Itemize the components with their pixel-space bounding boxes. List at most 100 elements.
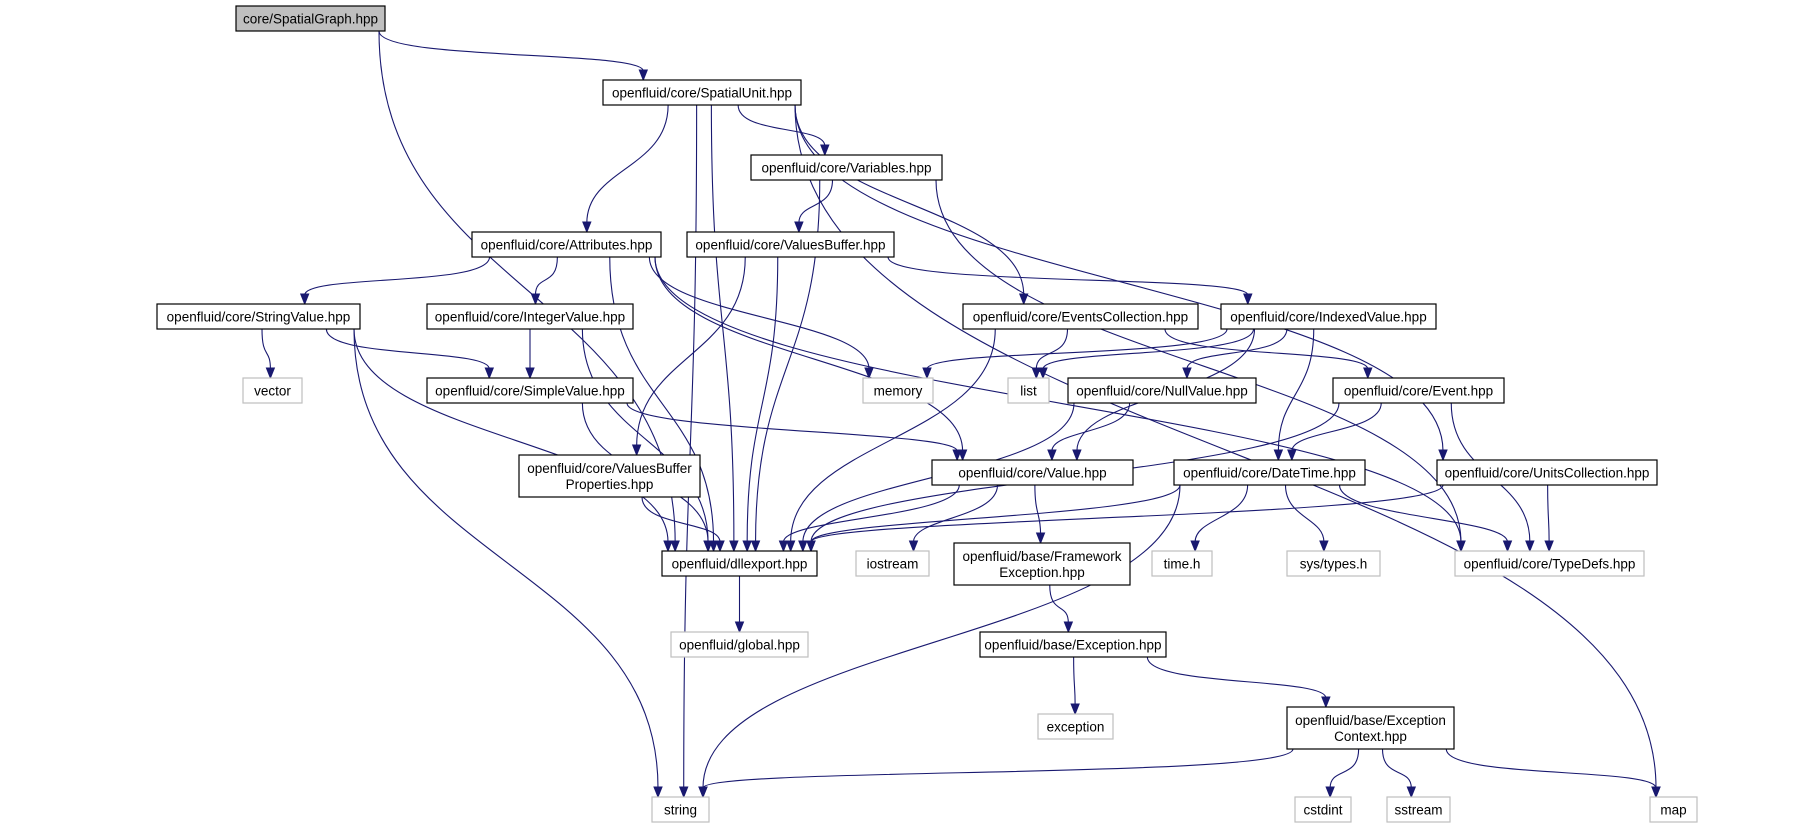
edge-variables-to-valuesbuffer: [798, 179, 834, 224]
edge-eventscollection-to-event: [1164, 328, 1369, 370]
edge-exccontext-to-cstdint-arrowhead: [1325, 786, 1335, 799]
edge-stringvalue-to-dllexport: [353, 328, 669, 543]
edge-valuesbuffer-to-dllexport: [746, 256, 779, 543]
edge-spatialunit-to-attributes: [586, 104, 669, 224]
node-indexedvalue-label-0: openfluid/core/IndexedValue.hpp: [1230, 310, 1426, 325]
node-simplevalue[interactable]: openfluid/core/SimpleValue.hpp: [426, 377, 634, 404]
edge-exccontext-to-cstdint: [1329, 748, 1360, 789]
node-attributes[interactable]: openfluid/core/Attributes.hpp: [471, 231, 662, 258]
node-integervalue[interactable]: openfluid/core/IntegerValue.hpp: [426, 303, 634, 330]
edge-indexedvalue-to-memory: [926, 328, 1228, 370]
node-exception[interactable]: exception: [1037, 713, 1114, 740]
edge-valuesbuffer-to-indexedvalue-arrowhead: [1243, 293, 1253, 306]
node-value[interactable]: openfluid/core/Value.hpp: [931, 459, 1134, 486]
node-nullvalue-label-0: openfluid/core/NullValue.hpp: [1076, 384, 1248, 399]
edge-spatialgraph-to-dllexport: [378, 30, 676, 543]
edge-indexedvalue-to-memory-arrowhead: [922, 367, 932, 380]
node-eventscollection[interactable]: openfluid/core/EventsCollection.hpp: [962, 303, 1199, 330]
node-timeh[interactable]: time.h: [1151, 550, 1213, 577]
node-value-label-0: openfluid/core/Value.hpp: [958, 466, 1106, 481]
node-event[interactable]: openfluid/core/Event.hpp: [1332, 377, 1505, 404]
node-global-box: [670, 631, 809, 658]
edge-indexedvalue-to-nullvalue: [1186, 328, 1288, 370]
node-timeh-box: [1151, 550, 1213, 577]
node-global-label-0: openfluid/global.hpp: [679, 638, 800, 653]
node-spatialgraph-box: [235, 5, 386, 32]
node-map[interactable]: map: [1649, 796, 1698, 823]
graph-nodes: core/SpatialGraph.hpp openfluid/core/Spat…: [156, 5, 1698, 823]
node-indexedvalue[interactable]: openfluid/core/IndexedValue.hpp: [1220, 303, 1437, 330]
node-timeh-label-0: time.h: [1164, 557, 1201, 572]
node-vbprops[interactable]: openfluid/core/ValuesBufferProperties.hp…: [518, 454, 701, 498]
node-iostream-box: [855, 550, 930, 577]
node-nullvalue[interactable]: openfluid/core/NullValue.hpp: [1067, 377, 1257, 404]
node-systypes[interactable]: sys/types.h: [1286, 550, 1381, 577]
node-iostream[interactable]: iostream: [855, 550, 930, 577]
edge-datetime-to-timeh-arrowhead: [1190, 540, 1200, 553]
node-dllexport[interactable]: openfluid/dllexport.hpp: [661, 550, 818, 577]
edge-attributes-to-typedefs-arrowhead: [1456, 540, 1466, 553]
node-exccontext-label-1: Context.hpp: [1334, 729, 1407, 744]
edge-datetime-to-timeh: [1194, 484, 1249, 543]
node-vbprops-label-0: openfluid/core/ValuesBuffer: [527, 461, 692, 476]
node-fwexception-label-1: Exception.hpp: [999, 565, 1085, 580]
edge-spatialgraph-to-dllexport-arrowhead: [670, 540, 680, 553]
edge-eventscollection-to-list: [1035, 328, 1069, 370]
edge-stringvalue-to-vector-arrowhead: [265, 367, 276, 380]
edge-eventscollection-to-list-arrowhead: [1031, 367, 1042, 380]
edge-datetime-to-systypes: [1284, 484, 1325, 543]
edge-unitscollection-to-dllexport: [810, 484, 1444, 543]
node-value-box: [931, 459, 1134, 486]
edge-valuesbuffer-to-dllexport-arrowhead: [742, 540, 752, 553]
edge-value-to-iostream-arrowhead: [908, 540, 919, 553]
node-valuesbuffer[interactable]: openfluid/core/ValuesBuffer.hpp: [686, 231, 895, 258]
edge-nullvalue-to-value-arrowhead: [1047, 449, 1057, 462]
node-string[interactable]: string: [651, 796, 710, 823]
node-datetime-label-0: openfluid/core/DateTime.hpp: [1183, 466, 1356, 481]
node-vbprops-label-1: Properties.hpp: [566, 477, 654, 492]
node-global[interactable]: openfluid/global.hpp: [670, 631, 809, 658]
node-spatialgraph[interactable]: core/SpatialGraph.hpp: [235, 5, 386, 32]
edge-nullvalue-to-dllexport-arrowhead: [798, 540, 808, 553]
node-systypes-box: [1286, 550, 1381, 577]
node-memory-label-0: memory: [874, 384, 923, 399]
node-list-box: [1007, 377, 1050, 404]
edge-datetime-to-dllexport: [810, 484, 1181, 543]
node-vector[interactable]: vector: [242, 377, 303, 404]
node-cstdint[interactable]: cstdint: [1294, 796, 1352, 823]
edge-nullvalue-to-value: [1051, 402, 1131, 452]
node-list[interactable]: list: [1007, 377, 1050, 404]
node-memory[interactable]: memory: [862, 377, 934, 404]
node-exception-label-0: exception: [1047, 720, 1105, 735]
edge-dllexport-to-global-arrowhead: [734, 621, 745, 634]
edge-variables-to-typedefs: [935, 179, 1462, 543]
edge-unitscollection-to-dllexport-arrowhead: [806, 540, 816, 553]
node-event-box: [1332, 377, 1505, 404]
node-stringvalue[interactable]: openfluid/core/StringValue.hpp: [156, 303, 361, 330]
node-fwexception-box: [953, 542, 1131, 586]
edge-stringvalue-to-string-arrowhead: [653, 786, 663, 799]
edge-stringvalue-to-string: [353, 328, 659, 789]
node-spatialunit[interactable]: openfluid/core/SpatialUnit.hpp: [602, 79, 802, 106]
node-variables[interactable]: openfluid/core/Variables.hpp: [750, 154, 943, 181]
node-typedefs[interactable]: openfluid/core/TypeDefs.hpp: [1454, 550, 1645, 577]
edge-spatialunit-to-string-arrowhead: [678, 786, 689, 799]
edge-exceptionhpp-to-exception-arrowhead: [1070, 703, 1080, 716]
node-list-label-0: list: [1020, 384, 1037, 399]
node-sstream-box: [1386, 796, 1451, 823]
node-string-label-0: string: [664, 803, 697, 818]
edge-attributes-to-memory-arrowhead: [864, 367, 874, 380]
node-exceptionhpp[interactable]: openfluid/base/Exception.hpp: [979, 631, 1167, 658]
node-sstream-label-0: sstream: [1394, 803, 1442, 818]
node-eventscollection-box: [962, 303, 1199, 330]
edge-valuesbuffer-to-vbprops: [636, 256, 746, 447]
node-vbprops-box: [518, 454, 701, 498]
edge-integervalue-to-dllexport: [581, 328, 709, 543]
node-sstream[interactable]: sstream: [1386, 796, 1451, 823]
edge-value-to-dllexport: [782, 484, 960, 543]
edge-exccontext-to-string-arrowhead: [698, 786, 708, 799]
node-unitscollection[interactable]: openfluid/core/UnitsCollection.hpp: [1436, 459, 1658, 486]
node-datetime[interactable]: openfluid/core/DateTime.hpp: [1173, 459, 1366, 486]
